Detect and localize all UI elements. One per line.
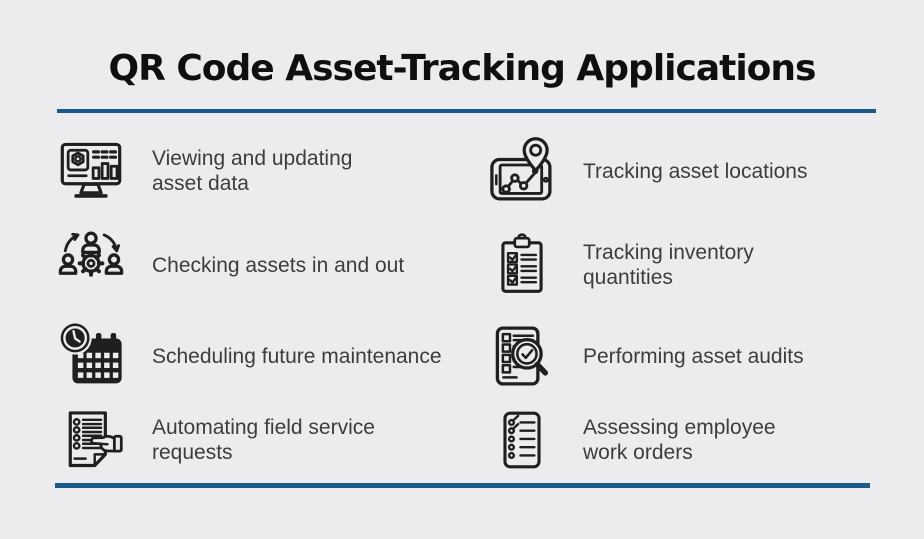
item-label: Checking assets in and out xyxy=(152,253,404,278)
list-item: Tracking inventory quantities xyxy=(483,218,880,312)
clipboard-checklist-icon xyxy=(483,232,561,298)
work-order-checklist-icon xyxy=(483,407,561,473)
list-item: Performing asset audits xyxy=(483,312,880,400)
people-gear-icon xyxy=(52,230,130,300)
item-label-line1: Tracking asset locations xyxy=(583,159,808,183)
item-label-line2: asset data xyxy=(152,172,249,195)
list-item: Viewing and updating asset data xyxy=(52,124,483,218)
list-item: Assessing employee work orders xyxy=(483,400,880,480)
item-label-line1: Checking assets in and out xyxy=(152,253,405,277)
clock-calendar-icon xyxy=(52,321,130,391)
item-label-line1: Performing asset audits xyxy=(583,344,804,368)
tablet-location-pin-icon xyxy=(483,136,561,206)
item-label: Tracking inventory quantities xyxy=(583,240,754,290)
bottom-divider xyxy=(55,483,870,488)
item-label-line1: Automating field service xyxy=(152,416,375,439)
monitor-qr-chart-icon xyxy=(52,137,130,205)
list-item: Checking assets in and out xyxy=(52,218,483,312)
item-label-line2: requests xyxy=(152,441,233,464)
document-hand-icon xyxy=(52,406,130,474)
applications-grid: Viewing and updating asset data xyxy=(52,124,880,480)
page-title: QR Code Asset-Tracking Applications xyxy=(108,48,817,89)
item-label-line2: work orders xyxy=(583,441,693,464)
item-label: Scheduling future maintenance xyxy=(152,344,442,369)
item-label-line1: Viewing and updating xyxy=(152,147,353,170)
item-label-line2: quantities xyxy=(583,266,673,289)
document-magnifier-icon xyxy=(483,321,561,391)
item-label-line1: Assessing employee xyxy=(583,416,776,439)
list-item: Tracking asset locations xyxy=(483,124,880,218)
item-label: Assessing employee work orders xyxy=(583,415,776,465)
item-label: Performing asset audits xyxy=(583,344,804,369)
item-label: Tracking asset locations xyxy=(583,159,808,184)
list-item: Automating field service requests xyxy=(52,400,483,480)
top-divider xyxy=(57,109,876,113)
item-label-line1: Tracking inventory xyxy=(583,241,754,264)
item-label-line1: Scheduling future maintenance xyxy=(152,344,442,368)
item-label: Automating field service requests xyxy=(152,415,375,465)
item-label: Viewing and updating asset data xyxy=(152,146,352,196)
list-item: Scheduling future maintenance xyxy=(52,312,483,400)
